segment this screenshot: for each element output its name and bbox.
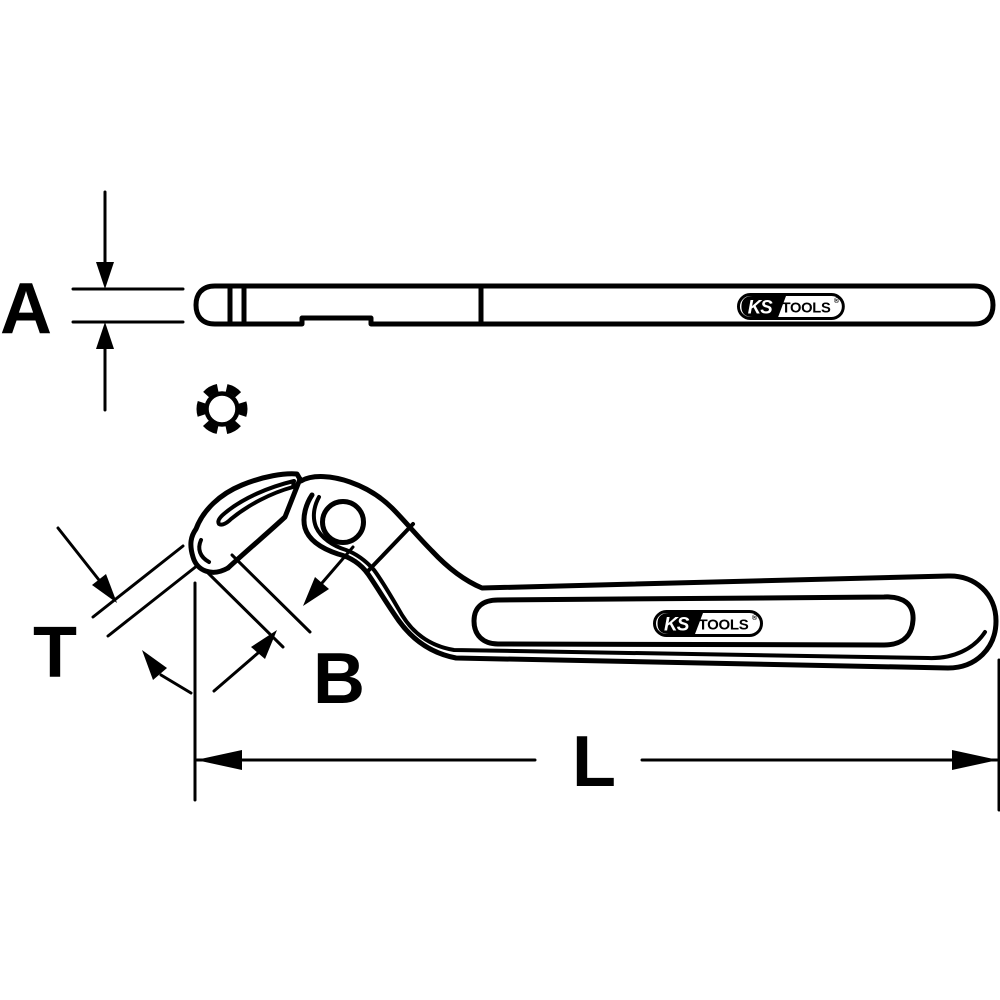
edge-highlight-line: [311, 495, 987, 661]
dim-t-label: T: [33, 613, 77, 693]
slotted-nut-symbol: [196, 383, 248, 435]
dim-l-extension-lines: [193, 581, 1000, 812]
logo-ks-text: KS: [664, 615, 690, 636]
dim-b-extension-lines: [203, 553, 312, 649]
dim-l-label: L: [572, 722, 616, 802]
handle-slot: [471, 594, 916, 648]
dim-a-arrowhead-top: [96, 262, 114, 289]
hook-chamfer-highlight: [216, 479, 296, 527]
hook-jaw-inner-edge: [225, 476, 303, 571]
dim-a-arrowhead-bottom: [96, 322, 114, 349]
dim-a-label: A: [0, 269, 52, 349]
dim-b-label: B: [313, 639, 365, 719]
dim-l-arrowhead-right: [952, 750, 998, 770]
dimension-l: L: [193, 581, 1000, 812]
dim-t-arrowhead-lower: [142, 650, 167, 680]
dim-t-arrowhead-upper: [92, 574, 117, 603]
side-view-joint-lines: [227, 284, 484, 326]
brand-logo-handle: KS TOOLS ®: [653, 610, 763, 637]
logo-ks-panel: [657, 613, 703, 634]
nut-outer-slotted-ring: [196, 383, 248, 435]
wrench-outer-outline: [188, 471, 999, 671]
dimension-t: T: [33, 526, 200, 695]
main-view: KS TOOLS ®: [188, 471, 999, 671]
logo-registered-mark: ®: [752, 614, 758, 622]
dim-a-extension-lines: [71, 287, 185, 324]
logo-ks-text: KS: [748, 296, 773, 317]
dimension-b: B: [203, 545, 365, 719]
dimension-a: A: [0, 190, 185, 412]
dim-l-arrowhead-left: [196, 750, 242, 770]
side-view-body-outline: [193, 283, 996, 327]
hook-tip-highlight: [197, 538, 211, 564]
logo-ks-panel: [741, 296, 786, 317]
dim-t-extension-lines: [91, 544, 200, 638]
dim-b-arrowhead-upper: [303, 577, 329, 606]
brand-logo-side-view: KS TOOLS ®: [737, 293, 845, 320]
dim-b-arrowhead-lower: [251, 630, 277, 659]
logo-registered-mark: ®: [834, 297, 839, 305]
nut-inner-circle: [204, 391, 240, 427]
logo-tools-text: TOOLS: [782, 300, 831, 316]
side-view: KS TOOLS ®: [193, 283, 996, 327]
logo-tools-text: TOOLS: [699, 617, 749, 634]
dim-b-arrow-shafts: [212, 545, 355, 693]
head-facet-line: [366, 522, 415, 573]
pivot-hole: [320, 499, 366, 545]
dim-t-arrow-shafts: [56, 526, 193, 695]
